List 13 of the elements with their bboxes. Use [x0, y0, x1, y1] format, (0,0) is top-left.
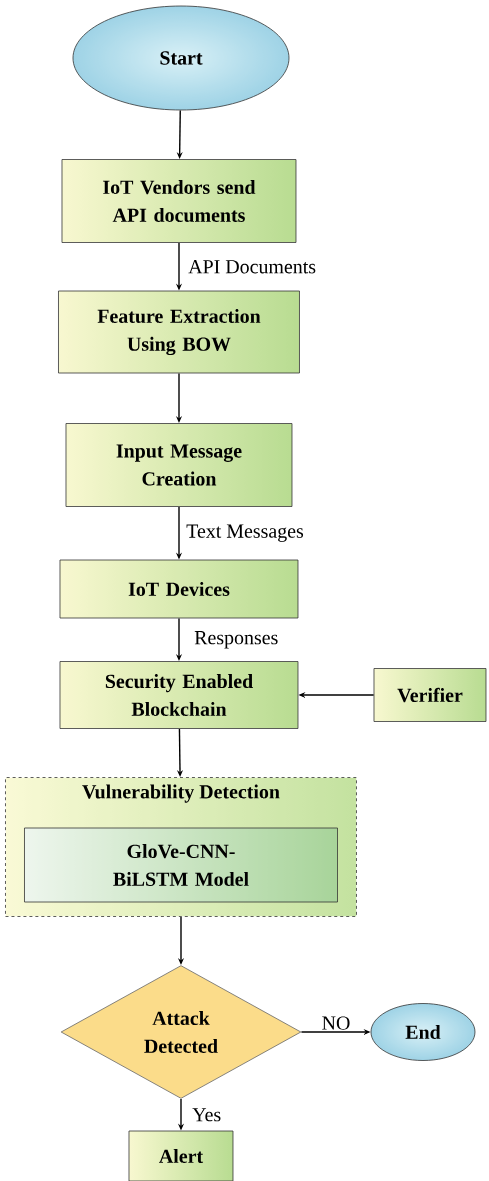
- process-box: Feature Extraction Using BOW: [58, 290, 300, 374]
- process-box: Input Message Creation: [65, 423, 293, 507]
- edge-label: NO: [322, 1016, 350, 1030]
- edge-label: Text Messages: [186, 524, 304, 542]
- process-box: IoT Vendors send API documents: [61, 159, 297, 243]
- process-box: Security Enabled Blockchain: [59, 661, 299, 729]
- edge-label: Yes: [192, 1108, 221, 1122]
- process-box: Verifier: [373, 668, 487, 722]
- process-box: Alert: [128, 1130, 234, 1181]
- edge-label: API Documents: [188, 260, 316, 274]
- model-box: GloVe-CNN-BiLSTM Model: [24, 827, 338, 903]
- process-box: IoT Devices: [59, 559, 299, 619]
- edge-label: Responses: [194, 631, 278, 649]
